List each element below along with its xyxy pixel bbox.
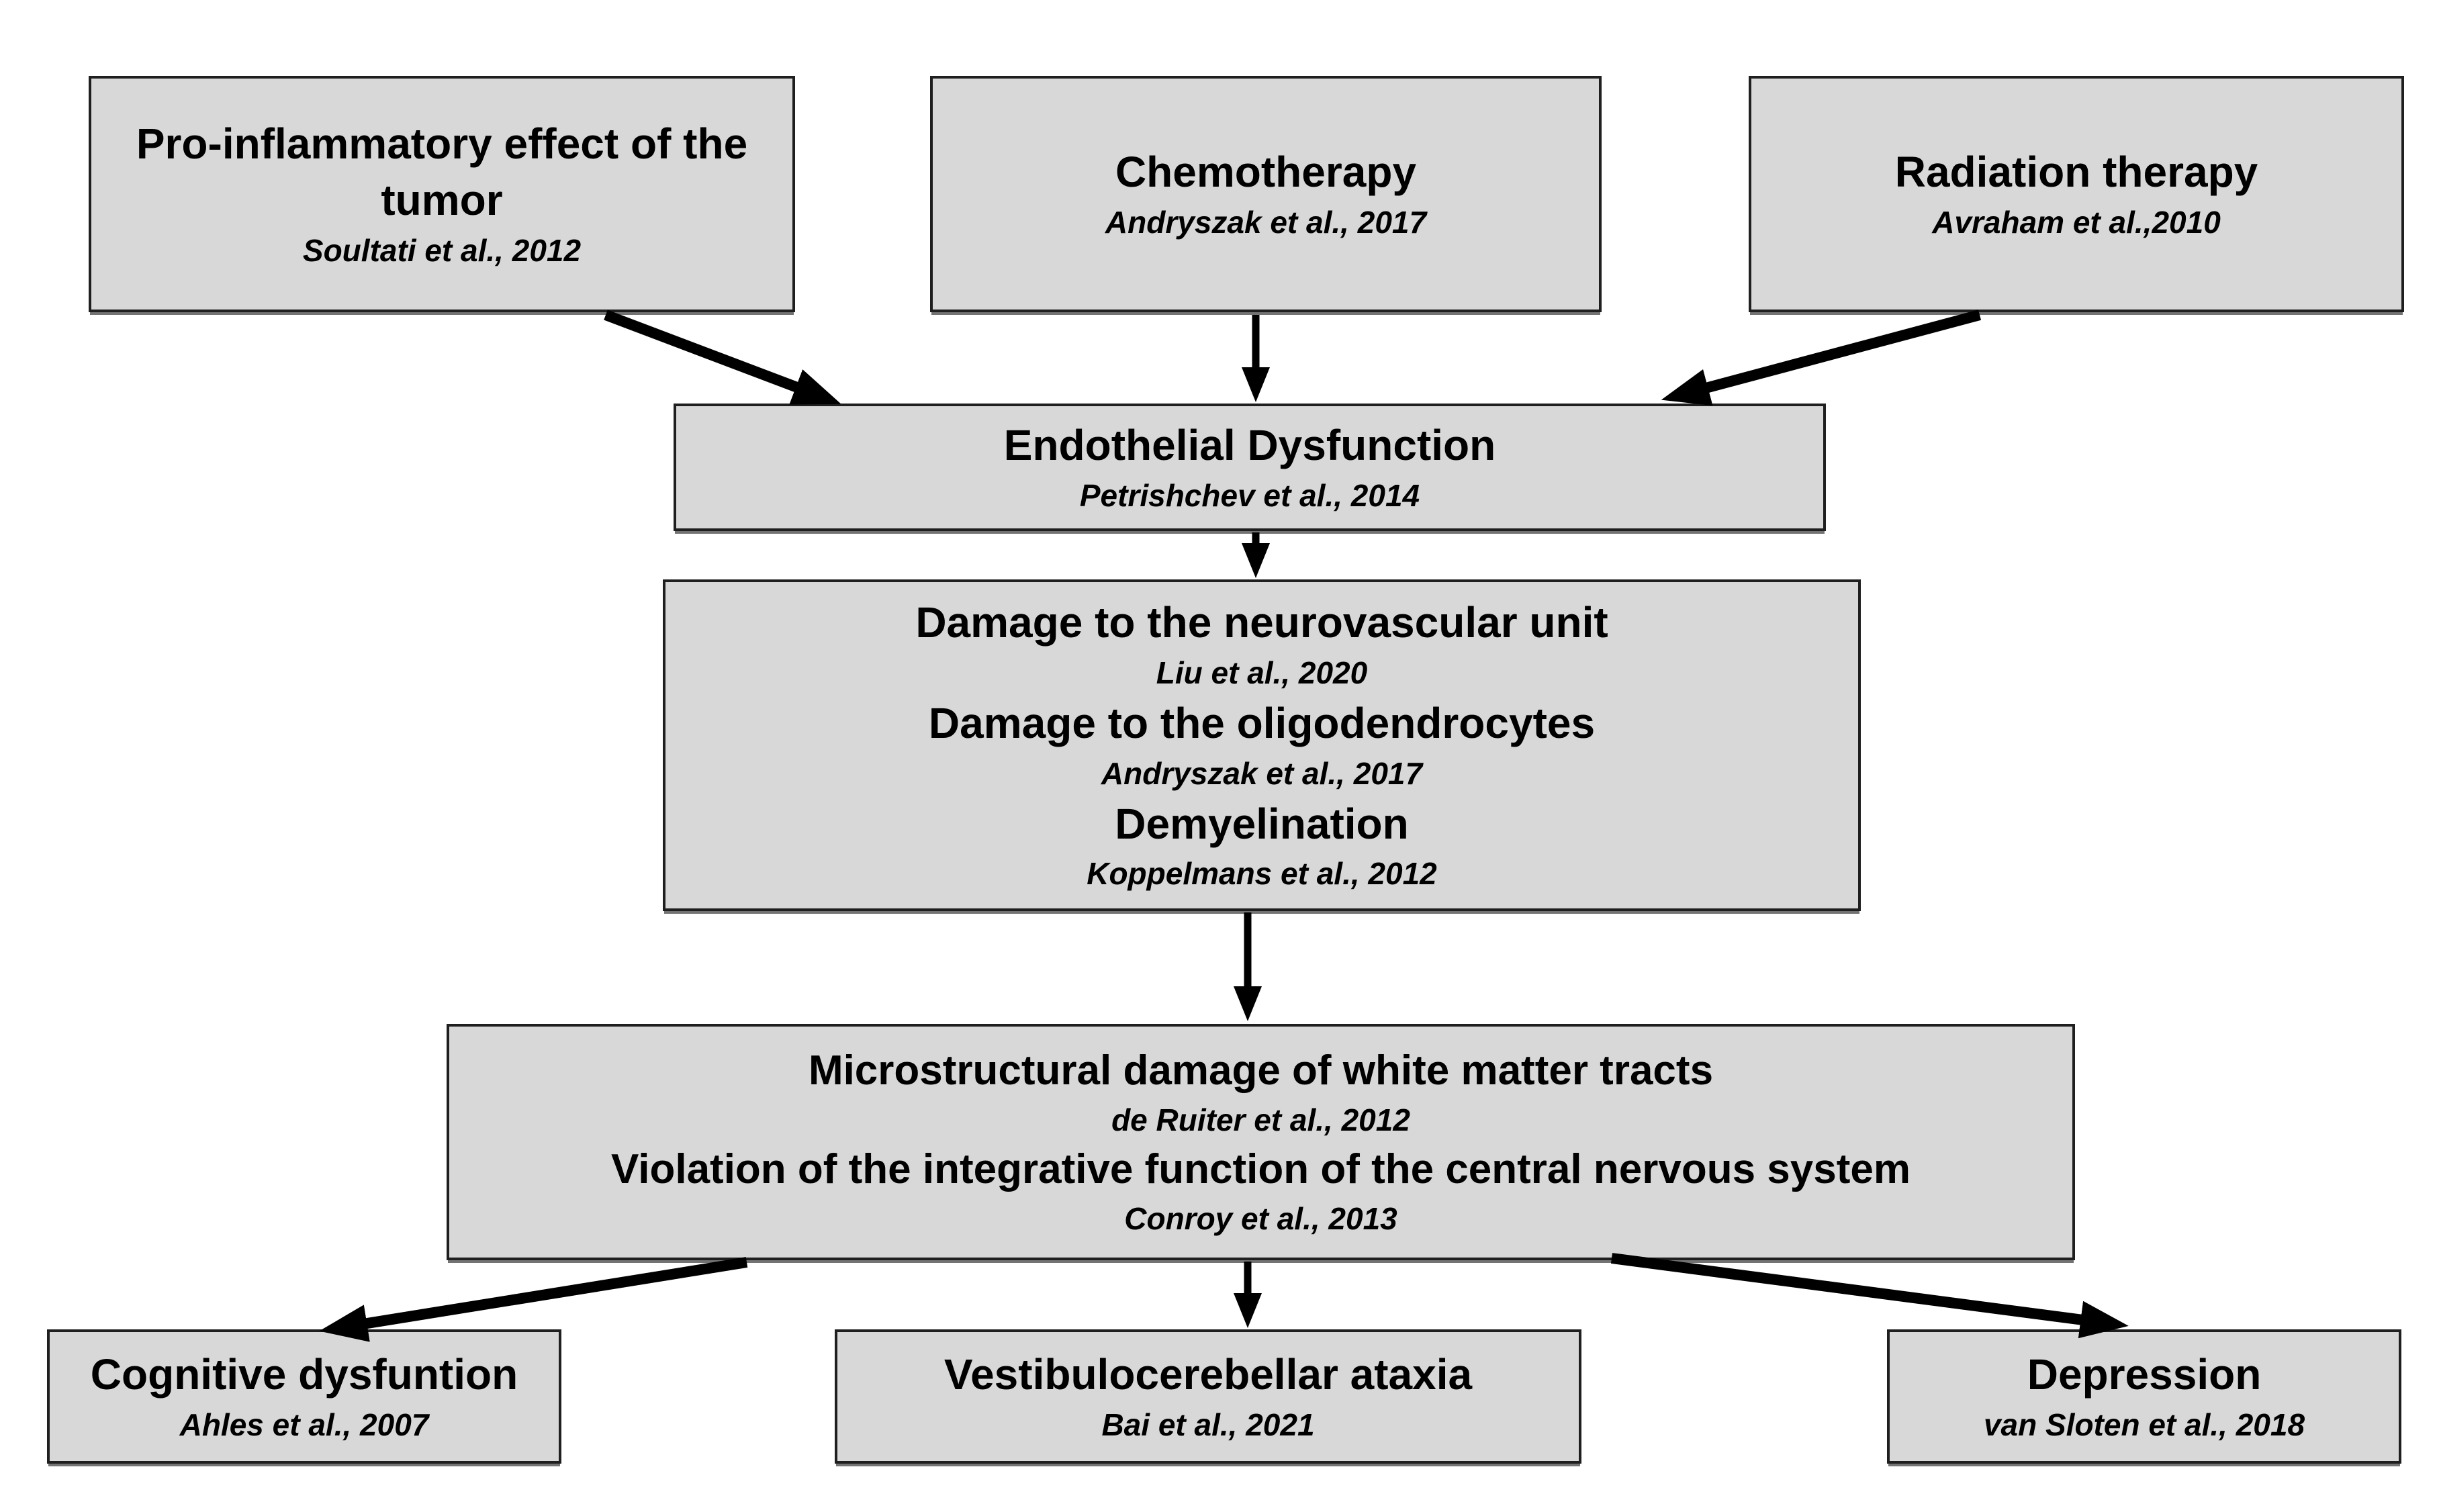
node-title: Chemotherapy: [1115, 148, 1417, 197]
node-title: Endothelial Dysfunction: [1003, 421, 1496, 470]
node-citation: Andryszak et al., 2017: [1105, 204, 1427, 240]
node-citation: Conroy et al., 2013: [1124, 1200, 1397, 1236]
node-title: Radiation therapy: [1894, 148, 2258, 197]
node-title: Damage to the oligodendrocytes: [928, 699, 1596, 748]
node-citation: Bai et al., 2021: [1101, 1407, 1315, 1442]
node-title: Depression: [2027, 1350, 2262, 1399]
node-citation: Ahles et al., 2007: [179, 1407, 429, 1442]
node-title: Microstructural damage of white matter t…: [808, 1047, 1714, 1094]
node-citation: Liu et al., 2020: [1156, 655, 1368, 690]
edge-microstructural-to-cognitive: [319, 1257, 748, 1342]
edge-pro-inflammatory-to-endothelial: [604, 310, 841, 405]
node-title: Damage to the neurovascular unit: [915, 598, 1608, 647]
node-title: Demyelination: [1115, 799, 1409, 848]
node-cognitive-dysfunction: Cognitive dysfuntion Ahles et al., 2007: [47, 1329, 561, 1464]
node-citation: Avraham et al.,2010: [1932, 204, 2221, 240]
node-pro-inflammatory-effect: Pro-inflammatory effect of the tumor Sou…: [89, 76, 795, 312]
node-citation: Andryszak et al., 2017: [1101, 755, 1423, 791]
edge-radiation-to-endothelial: [1661, 310, 1982, 406]
node-citation: van Sloten et al., 2018: [1983, 1407, 2305, 1442]
node-depression: Depression van Sloten et al., 2018: [1887, 1329, 2401, 1464]
edge-microstructural-to-depression: [1610, 1253, 2129, 1339]
node-citation: Petrishchev et al., 2014: [1079, 477, 1420, 513]
node-title: Pro-inflammatory effect of the tumor: [136, 119, 748, 225]
node-vestibulocerebellar-ataxia: Vestibulocerebellar ataxia Bai et al., 2…: [835, 1329, 1581, 1464]
node-endothelial-dysfunction: Endothelial Dysfunction Petrishchev et a…: [674, 404, 1826, 531]
node-citation: Koppelmans et al., 2012: [1087, 856, 1437, 892]
node-citation: de Ruiter et al., 2012: [1111, 1102, 1410, 1137]
node-microstructural-damage: Microstructural damage of white matter t…: [447, 1024, 2075, 1260]
node-damage-mechanisms: Damage to the neurovascular unit Liu et …: [663, 579, 1861, 911]
node-title: Cognitive dysfuntion: [90, 1350, 518, 1399]
node-title: Vestibulocerebellar ataxia: [944, 1350, 1473, 1399]
node-radiation-therapy: Radiation therapy Avraham et al.,2010: [1749, 76, 2404, 312]
node-title: Violation of the integrative function of…: [611, 1146, 1911, 1192]
node-citation: Soultati et al., 2012: [302, 232, 582, 268]
node-chemotherapy: Chemotherapy Andryszak et al., 2017: [930, 76, 1602, 312]
